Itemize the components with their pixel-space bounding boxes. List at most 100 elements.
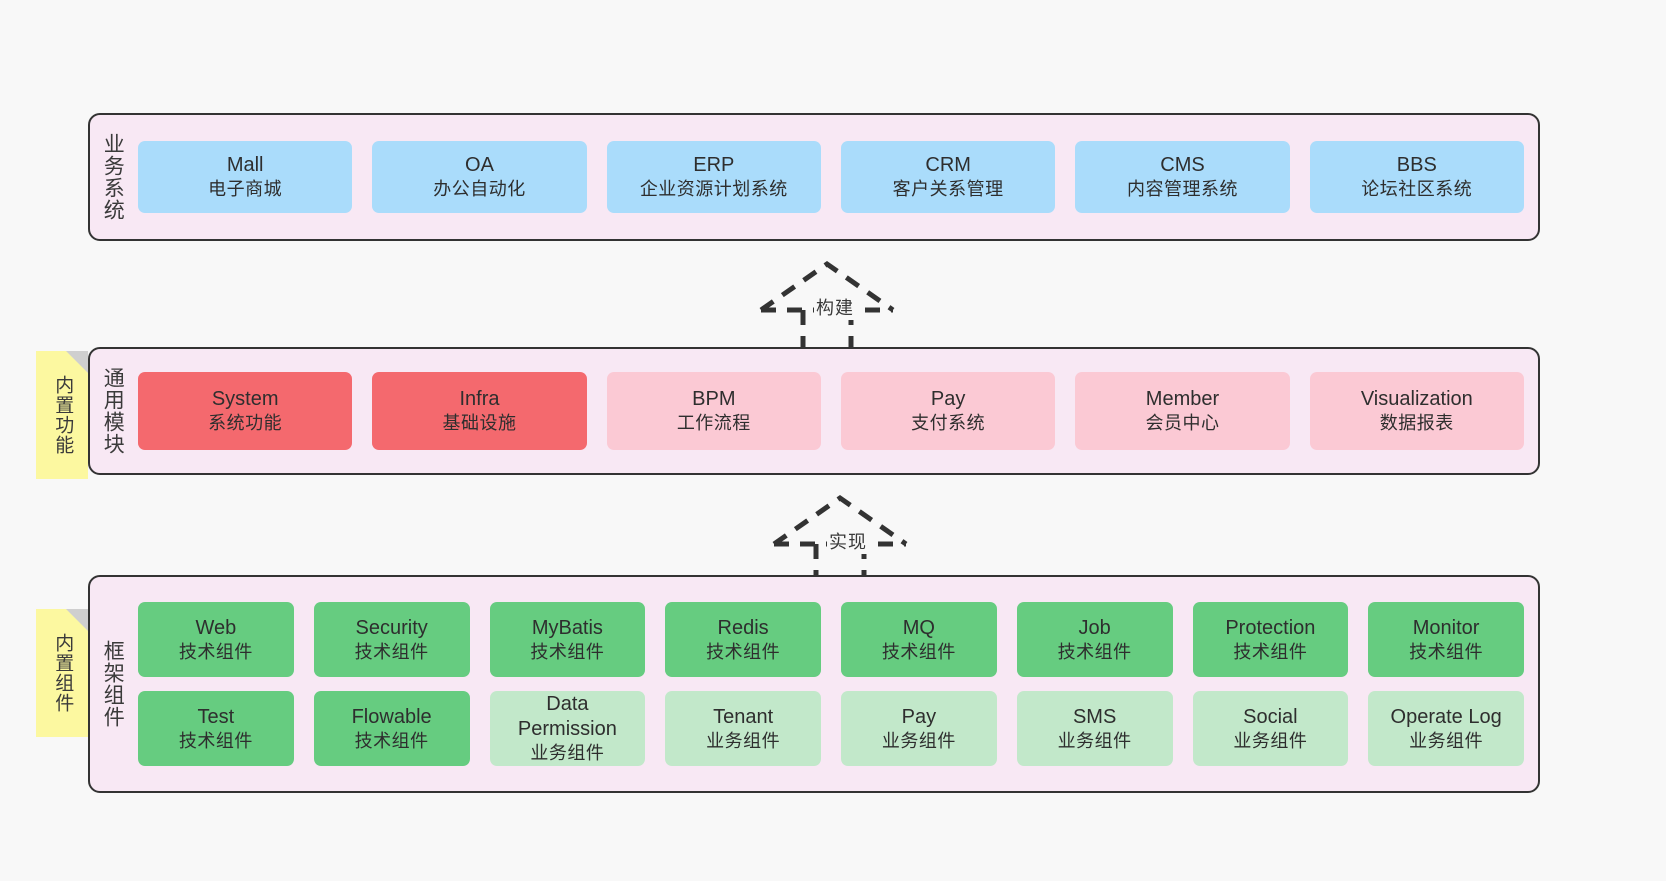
layer-title-business-systems: 业务系统: [101, 133, 125, 221]
node-name-cn: 技术组件: [178, 641, 253, 662]
node-name-cn: 工作流程: [676, 413, 751, 434]
node-name-cn: 电子商城: [208, 179, 283, 200]
node-name-en: Operate Log: [1390, 705, 1502, 728]
node-row: System 系统功能 Infra 基础设施 BPM 工作流程 Pay 支付系统…: [138, 372, 1524, 450]
node-name-en: Data Permission: [517, 693, 617, 741]
node-crm[interactable]: CRM 客户关系管理: [840, 141, 1056, 213]
node-name-en: BBS: [1396, 154, 1437, 177]
node-name-en: MQ: [902, 616, 935, 639]
note-label: 内置功能: [52, 375, 74, 455]
node-name-cn: 技术组件: [178, 730, 253, 751]
node-name-en: Job: [1078, 616, 1111, 639]
node-name-cn: 数据报表: [1379, 413, 1454, 434]
node-name-en: Web: [195, 616, 237, 639]
arrow-build: 构建: [757, 258, 927, 359]
node-name-en: Security: [355, 616, 428, 639]
note-fold-corner-icon: [66, 351, 88, 373]
node-name-cn: 会员中心: [1145, 413, 1220, 434]
node-name-en: Visualization: [1360, 388, 1473, 411]
layer-framework-components: 框架组件 Web 技术组件 Security 技术组件 MyBatis 技术组件…: [88, 575, 1540, 793]
node-flowable[interactable]: Flowable 技术组件: [313, 691, 470, 766]
node-name-en: Infra: [459, 388, 500, 411]
node-name-en: Social: [1243, 705, 1298, 728]
node-name-cn: 技术组件: [1409, 641, 1484, 662]
node-erp[interactable]: ERP 企业资源计划系统: [606, 141, 821, 213]
node-pay[interactable]: Pay 支付系统: [840, 372, 1056, 450]
node-monitor[interactable]: Monitor 技术组件: [1368, 602, 1524, 677]
node-name-en: MyBatis: [531, 616, 603, 639]
layer-title-common-modules: 通用模块: [101, 367, 125, 455]
node-name-cn: 内容管理系统: [1126, 179, 1238, 200]
node-mybatis[interactable]: MyBatis 技术组件: [489, 602, 646, 677]
layer-common-modules: 通用模块 System 系统功能 Infra 基础设施 BPM 工作流程 Pay…: [88, 347, 1540, 475]
node-sms[interactable]: SMS 业务组件: [1016, 691, 1173, 766]
node-name-cn: 技术组件: [354, 730, 429, 751]
node-oa[interactable]: OA 办公自动化: [372, 141, 587, 213]
node-name-cn: 技术组件: [706, 641, 781, 662]
arrow-label-implement: 实现: [827, 528, 869, 554]
node-name-en: Member: [1145, 388, 1220, 411]
node-name-en: System: [211, 388, 279, 411]
node-name-en: Monitor: [1412, 616, 1480, 639]
node-test[interactable]: Test 技术组件: [138, 691, 294, 766]
node-name-en: Tenant: [713, 705, 774, 728]
node-name-en: Pay: [901, 705, 937, 728]
node-social[interactable]: Social 业务组件: [1192, 691, 1349, 766]
node-name-cn: 论坛社区系统: [1361, 179, 1473, 200]
node-name-cn: 业务组件: [706, 730, 781, 751]
note-fold-corner-icon: [66, 609, 88, 631]
node-member[interactable]: Member 会员中心: [1075, 372, 1290, 450]
node-name-cn: 办公自动化: [433, 179, 526, 200]
node-visualization[interactable]: Visualization 数据报表: [1309, 372, 1524, 450]
node-cms[interactable]: CMS 内容管理系统: [1075, 141, 1290, 213]
node-row: Test 技术组件 Flowable 技术组件 Data Permission …: [138, 691, 1524, 766]
node-mq[interactable]: MQ 技术组件: [841, 602, 997, 677]
node-name-cn: 业务组件: [1057, 730, 1132, 751]
node-name-cn: 技术组件: [881, 641, 956, 662]
node-name-cn: 基础设施: [442, 413, 517, 434]
node-name-cn: 企业资源计划系统: [639, 179, 788, 200]
node-system[interactable]: System 系统功能: [138, 372, 353, 450]
node-name-cn: 客户关系管理: [892, 179, 1004, 200]
node-pay-business[interactable]: Pay 业务组件: [841, 691, 997, 766]
node-name-en: CRM: [925, 154, 971, 177]
layer-body-framework-components: Web 技术组件 Security 技术组件 MyBatis 技术组件 Redi…: [134, 577, 1538, 791]
node-name-en: OA: [465, 154, 494, 177]
note-builtin-features: 内置功能: [36, 351, 88, 479]
node-name-cn: 技术组件: [354, 641, 429, 662]
arrow-implement: 实现: [770, 492, 940, 593]
node-name-cn: 系统功能: [208, 413, 283, 434]
node-data-permission[interactable]: Data Permission 业务组件: [489, 691, 646, 766]
node-name-en: Flowable: [351, 705, 432, 728]
node-name-en: ERP: [693, 154, 735, 177]
note-builtin-components: 内置组件: [36, 609, 88, 737]
node-row: Web 技术组件 Security 技术组件 MyBatis 技术组件 Redi…: [138, 602, 1524, 677]
node-protection[interactable]: Protection 技术组件: [1192, 602, 1349, 677]
node-name-cn: 业务组件: [881, 730, 956, 751]
node-operate-log[interactable]: Operate Log 业务组件: [1368, 691, 1524, 766]
node-name-cn: 技术组件: [1057, 641, 1132, 662]
node-name-en: CMS: [1160, 154, 1205, 177]
node-name-cn: 业务组件: [1409, 730, 1484, 751]
node-name-en: Redis: [717, 616, 769, 639]
node-job[interactable]: Job 技术组件: [1016, 602, 1173, 677]
node-bpm[interactable]: BPM 工作流程: [606, 372, 821, 450]
node-mall[interactable]: Mall 电子商城: [138, 141, 353, 213]
arrow-label-build: 构建: [814, 294, 856, 320]
node-security[interactable]: Security 技术组件: [313, 602, 470, 677]
node-name-cn: 业务组件: [1233, 730, 1308, 751]
layer-business-systems: 业务系统 Mall 电子商城 OA 办公自动化 ERP 企业资源计划系统 CRM…: [88, 113, 1540, 241]
node-web[interactable]: Web 技术组件: [138, 602, 294, 677]
node-row: Mall 电子商城 OA 办公自动化 ERP 企业资源计划系统 CRM 客户关系…: [138, 141, 1524, 213]
node-redis[interactable]: Redis 技术组件: [665, 602, 821, 677]
node-name-en: Pay: [930, 388, 966, 411]
node-name-en: BPM: [692, 388, 736, 411]
layer-body-common-modules: System 系统功能 Infra 基础设施 BPM 工作流程 Pay 支付系统…: [134, 349, 1538, 473]
node-bbs[interactable]: BBS 论坛社区系统: [1309, 141, 1524, 213]
node-name-cn: 业务组件: [530, 743, 605, 764]
node-infra[interactable]: Infra 基础设施: [372, 372, 587, 450]
layer-title-framework-components: 框架组件: [101, 640, 125, 728]
node-tenant[interactable]: Tenant 业务组件: [665, 691, 821, 766]
node-name-cn: 技术组件: [530, 641, 605, 662]
